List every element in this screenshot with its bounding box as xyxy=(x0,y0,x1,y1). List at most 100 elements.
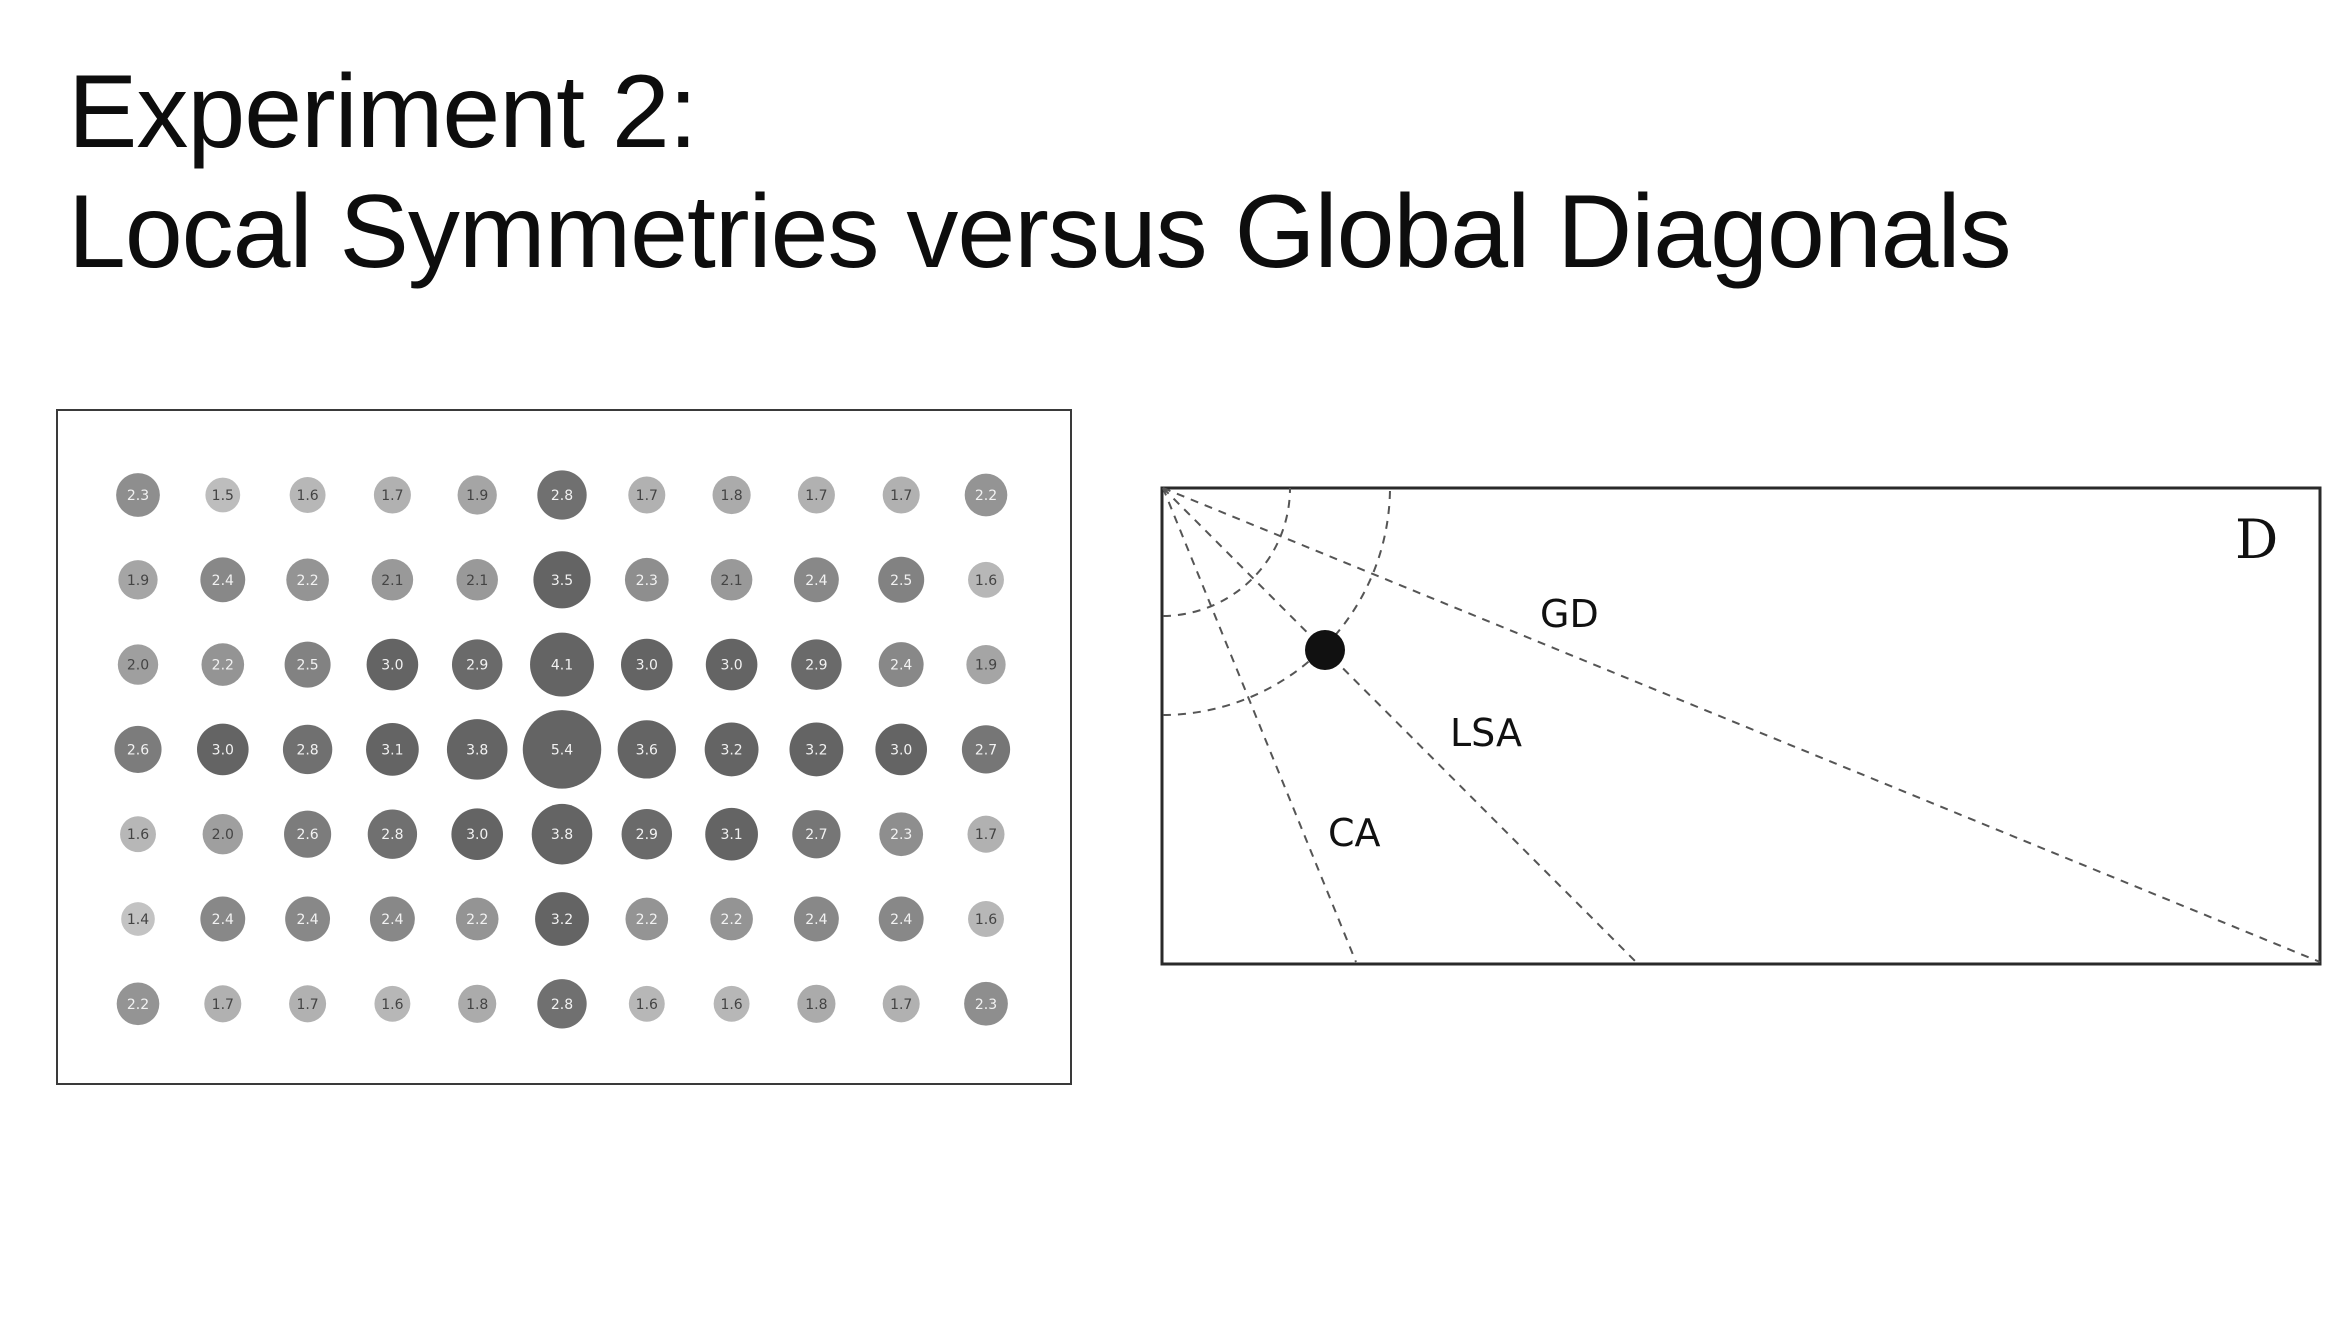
diagonal-diagram: D GD LSA CA xyxy=(1160,486,2322,966)
grid-value-r2-c8: 2.9 xyxy=(805,658,827,674)
grid-cell-r0-c7 xyxy=(712,475,751,515)
grid-value-r3-c5: 5.4 xyxy=(551,742,573,758)
grid-cell-r3-c0 xyxy=(114,725,162,773)
grid-value-r6-c6: 1.6 xyxy=(636,997,658,1013)
grid-cell-r5-c6 xyxy=(625,897,669,941)
grid-value-r6-c3: 1.6 xyxy=(381,997,403,1013)
grid-cell-r6-c4 xyxy=(458,984,497,1023)
grid-value-r1-c0: 1.9 xyxy=(127,573,149,589)
grid-value-r6-c9: 1.7 xyxy=(890,997,912,1013)
grid-cell-r6-c1 xyxy=(204,985,242,1023)
grid-cell-r3-c10 xyxy=(961,725,1011,774)
grid-value-r2-c6: 3.0 xyxy=(636,658,658,674)
grid-value-r5-c0: 1.4 xyxy=(127,912,149,928)
grid-cell-r0-c9 xyxy=(882,476,920,514)
grid-cell-r1-c8 xyxy=(793,557,839,603)
grid-value-r1-c9: 2.5 xyxy=(890,573,912,589)
grid-cell-r1-c7 xyxy=(710,559,753,601)
grid-value-r1-c10: 1.6 xyxy=(975,573,997,589)
grid-cell-r5-c7 xyxy=(710,897,753,941)
grid-cell-r1-c5 xyxy=(533,551,591,609)
grid-value-r2-c3: 3.0 xyxy=(381,658,403,674)
title-line-1: Experiment 2: xyxy=(68,54,698,170)
grid-value-r4-c1: 2.0 xyxy=(212,827,234,843)
grid-value-r6-c2: 1.7 xyxy=(296,997,318,1013)
grid-cell-r5-c2 xyxy=(285,896,331,942)
grid-cell-r0-c0 xyxy=(116,473,160,517)
grid-value-r0-c1: 1.5 xyxy=(212,488,234,504)
grid-cell-r1-c4 xyxy=(456,559,498,601)
grid-cell-r2-c2 xyxy=(284,641,331,688)
diagram-frame xyxy=(1160,486,2322,966)
grid-cell-r3-c2 xyxy=(282,724,333,775)
grid-value-r4-c10: 1.7 xyxy=(975,827,997,843)
grid-value-r4-c7: 3.1 xyxy=(720,827,742,843)
grid-cell-r2-c6 xyxy=(621,638,673,691)
grid-cell-r6-c6 xyxy=(628,985,665,1022)
grid-cell-r4-c10 xyxy=(967,815,1005,853)
grid-cell-r4-c5 xyxy=(531,803,593,865)
grid-cell-r1-c9 xyxy=(878,556,925,603)
grid-cell-r2-c0 xyxy=(117,644,159,685)
grid-value-r0-c8: 1.7 xyxy=(805,488,827,504)
grid-cell-r1-c3 xyxy=(371,559,414,601)
grid-cell-r4-c9 xyxy=(879,812,924,857)
grid-value-r2-c1: 2.2 xyxy=(212,658,234,674)
grid-value-r2-c4: 2.9 xyxy=(466,658,488,674)
ca-label: CA xyxy=(1328,811,1381,855)
grid-cell-r5-c8 xyxy=(793,896,839,942)
grid-value-r5-c3: 2.4 xyxy=(381,912,403,928)
grid-value-r3-c2: 2.8 xyxy=(296,742,318,758)
grid-cell-r5-c9 xyxy=(878,896,924,942)
grid-cell-r6-c9 xyxy=(882,985,920,1023)
grid-cell-r2-c1 xyxy=(201,643,245,686)
grid-value-r6-c10: 2.3 xyxy=(975,997,997,1013)
grid-cell-r6-c0 xyxy=(116,982,160,1026)
grid-value-r1-c8: 2.4 xyxy=(805,573,827,589)
grid-cell-r2-c5 xyxy=(530,632,594,697)
grid-value-r1-c7: 2.1 xyxy=(720,573,742,589)
grid-value-r5-c10: 1.6 xyxy=(975,912,997,928)
grid-value-r6-c4: 1.8 xyxy=(466,997,488,1013)
grid-cell-r3-c1 xyxy=(197,723,249,776)
grid-value-r6-c5: 2.8 xyxy=(551,997,573,1013)
grid-cell-r5-c0 xyxy=(121,902,155,936)
fixation-grid-chart: 2.3 1.5 1.6 1.7 1.9 2.8 1.7 1.8 1.7 1.7 2.2 1.9 2.4 2… xyxy=(114,470,1011,1029)
grid-cell-r6-c7 xyxy=(713,985,750,1022)
grid-value-r4-c4: 3.0 xyxy=(466,827,488,843)
grid-value-r2-c10: 1.9 xyxy=(975,658,997,674)
grid-cell-r0-c5 xyxy=(537,470,587,520)
grid-cell-r6-c3 xyxy=(374,985,411,1022)
grid-cell-r3-c5 xyxy=(522,710,602,789)
grid-cell-r0-c3 xyxy=(373,476,411,514)
grid-value-r6-c0: 2.2 xyxy=(127,997,149,1013)
grid-value-r3-c3: 3.1 xyxy=(381,742,403,758)
grid-cell-r1-c0 xyxy=(118,560,158,600)
lsa-label: LSA xyxy=(1450,711,1522,755)
grid-cell-r6-c8 xyxy=(797,984,836,1023)
grid-value-r5-c6: 2.2 xyxy=(636,912,658,928)
grid-value-r4-c5: 3.8 xyxy=(551,827,573,843)
grid-value-r1-c6: 2.3 xyxy=(636,573,658,589)
grid-cell-r1-c10 xyxy=(968,561,1004,598)
grid-cell-r1-c2 xyxy=(286,558,329,602)
grid-value-r5-c5: 3.2 xyxy=(551,912,573,928)
grid-value-r5-c8: 2.4 xyxy=(805,912,827,928)
grid-value-r1-c1: 2.4 xyxy=(212,573,234,589)
grid-cell-r4-c6 xyxy=(621,808,673,860)
grid-cell-r5-c4 xyxy=(455,897,499,941)
grid-cell-r4-c0 xyxy=(120,816,156,853)
grid-cell-r5-c10 xyxy=(968,901,1004,937)
fixation-point xyxy=(1305,630,1345,670)
title-line-2: Local Symmetries versus Global Diagonals xyxy=(68,174,2012,290)
grid-value-r4-c3: 2.8 xyxy=(381,827,403,843)
grid-cell-r2-c9 xyxy=(878,642,924,688)
grid-cell-r2-c8 xyxy=(791,639,842,690)
grid-cell-r2-c3 xyxy=(366,638,419,691)
grid-cell-r3-c7 xyxy=(704,722,759,777)
slide-title: Experiment 2: Local Symmetries versus Gl… xyxy=(68,52,2012,292)
grid-value-r1-c3: 2.1 xyxy=(381,573,403,589)
panel-letter: D xyxy=(2235,508,2278,571)
grid-value-r4-c0: 1.6 xyxy=(127,827,149,843)
outer-arc xyxy=(1162,487,1391,716)
